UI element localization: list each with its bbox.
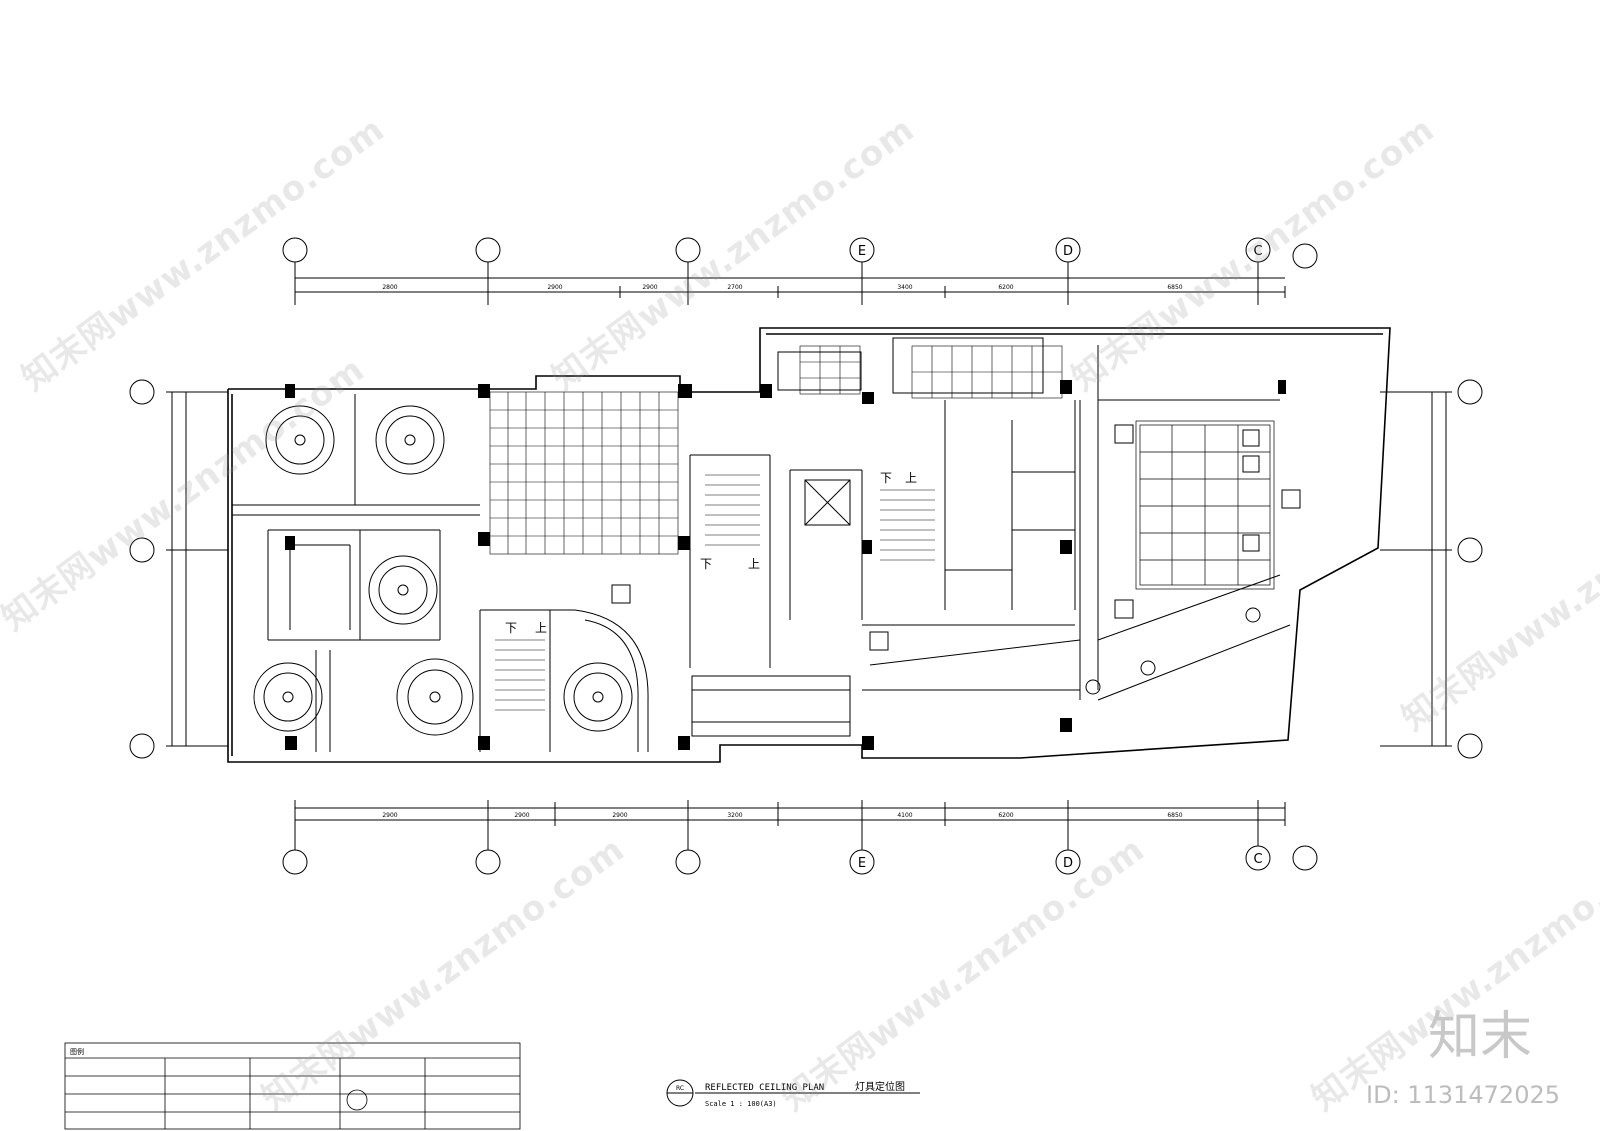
building-outline — [227, 327, 1391, 763]
axis-labels-bottom: E D C — [858, 852, 1263, 871]
svg-text:C: C — [1253, 852, 1262, 867]
svg-text:2900: 2900 — [514, 812, 529, 819]
svg-text:2900: 2900 — [612, 812, 627, 819]
interior-walls — [232, 337, 1291, 752]
top-axis-bubbles — [282, 237, 1318, 305]
bottom-dimension-lines — [294, 802, 1286, 826]
svg-text:2800: 2800 — [382, 284, 397, 291]
bottom-dimension-text: 2900 2900 2900 3200 4100 6200 6850 — [382, 812, 1182, 819]
grid-ceiling-main — [489, 391, 679, 555]
svg-text:D: D — [1063, 856, 1073, 871]
svg-text:2900: 2900 — [642, 284, 657, 291]
svg-text:6850: 6850 — [1167, 284, 1182, 291]
plan-scale: Scale 1 : 100(A3) — [705, 1100, 777, 1108]
structural-columns — [285, 380, 1286, 750]
svg-text:上: 上 — [748, 557, 760, 571]
brand-logo: 知末 — [1427, 1007, 1532, 1067]
square-light-fixtures — [611, 424, 1301, 695]
bottom-axis-bubbles — [282, 800, 1318, 875]
svg-text:6850: 6850 — [1167, 812, 1182, 819]
top-dimension-text: 2800 2900 2900 2700 3400 6200 6850 — [382, 284, 1182, 291]
axis-labels-top: E D C — [858, 244, 1263, 259]
stair-labels: 下 上 下 上 下 上 — [505, 471, 917, 635]
plan-title-cn: 灯具定位图 — [855, 1080, 905, 1093]
svg-text:E: E — [858, 856, 866, 871]
svg-text:6200: 6200 — [998, 812, 1013, 819]
title-marker-label: RC — [676, 1085, 684, 1092]
round-ceiling-fixtures — [253, 405, 633, 736]
top-dimension-lines — [294, 277, 1286, 298]
svg-text:2700: 2700 — [727, 284, 742, 291]
legend-header: 图例 — [70, 1047, 84, 1056]
coffered-ceiling — [1135, 420, 1275, 590]
svg-text:下: 下 — [505, 621, 517, 635]
svg-text:3200: 3200 — [727, 812, 742, 819]
plan-title: REFLECTED CEILING PLAN — [705, 1083, 824, 1093]
svg-text:D: D — [1063, 244, 1073, 259]
svg-text:下: 下 — [700, 557, 712, 571]
svg-text:上: 上 — [535, 621, 547, 635]
svg-text:3400: 3400 — [897, 284, 912, 291]
svg-text:4100: 4100 — [897, 812, 912, 819]
svg-text:2900: 2900 — [547, 284, 562, 291]
asset-id: ID: 1131472025 — [1366, 1081, 1560, 1109]
svg-text:下: 下 — [880, 471, 892, 485]
legend-table — [64, 1042, 521, 1130]
grid-ceiling-top-right — [799, 345, 1063, 399]
svg-text:2900: 2900 — [382, 812, 397, 819]
svg-text:E: E — [858, 244, 866, 259]
svg-text:6200: 6200 — [998, 284, 1013, 291]
stair-treads — [495, 474, 935, 711]
title-block-marker — [666, 1079, 920, 1107]
svg-text:上: 上 — [905, 471, 917, 485]
svg-text:C: C — [1253, 244, 1262, 259]
side-axis-bubbles — [129, 379, 1483, 759]
